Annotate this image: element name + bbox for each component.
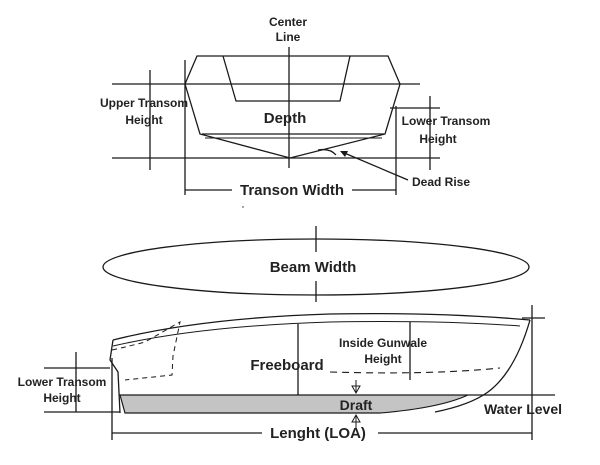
beam-section — [102, 226, 530, 302]
inside-floor-dashed — [329, 367, 501, 374]
dead-rise-arrowhead — [340, 151, 348, 157]
draft-arrow-top — [351, 385, 361, 395]
draft-label: Draft — [340, 397, 373, 413]
inside-gunwale-label-1: Inside Gunwale — [339, 336, 427, 350]
bow-profile — [434, 319, 531, 413]
side-profile — [44, 305, 555, 440]
draft-band — [119, 394, 469, 414]
length-label: Lenght (LOA) — [270, 425, 366, 442]
draft-arrow-bottom — [351, 413, 361, 423]
dead-rise-label: Dead Rise — [412, 175, 470, 189]
beam-width-label: Beam Width — [270, 259, 357, 276]
freeboard-label: Freeboard — [250, 357, 323, 374]
water-level-label: Water Level — [484, 401, 562, 417]
transom-outline — [184, 55, 401, 159]
stray-mark — [242, 206, 244, 208]
inside-gunwale-label-2: Height — [364, 352, 401, 366]
lower-transom-left-label-1: Lower Transom — [18, 375, 107, 389]
dead-rise-arc — [317, 148, 337, 156]
lower-transom-label-1: Lower Transom — [402, 114, 491, 128]
dead-rise-leader — [341, 151, 409, 181]
lower-transom-left-label-2: Height — [43, 391, 80, 405]
gunwale-line-inner — [112, 321, 521, 347]
upper-transom-label-1: Upper Transom — [100, 96, 188, 110]
center-line-label-1: Center — [269, 15, 307, 29]
console-dashed — [111, 321, 181, 381]
depth-label: Depth — [264, 110, 307, 127]
center-line-label-2: Line — [276, 30, 301, 44]
transom-width-label: Transon Width — [240, 182, 344, 199]
transom-section — [112, 47, 440, 195]
gunwale-line — [112, 312, 531, 341]
transom-inner-well — [222, 55, 351, 102]
stern-profile — [109, 339, 121, 414]
upper-transom-label-2: Height — [125, 113, 162, 127]
lower-transom-label-2: Height — [419, 132, 456, 146]
